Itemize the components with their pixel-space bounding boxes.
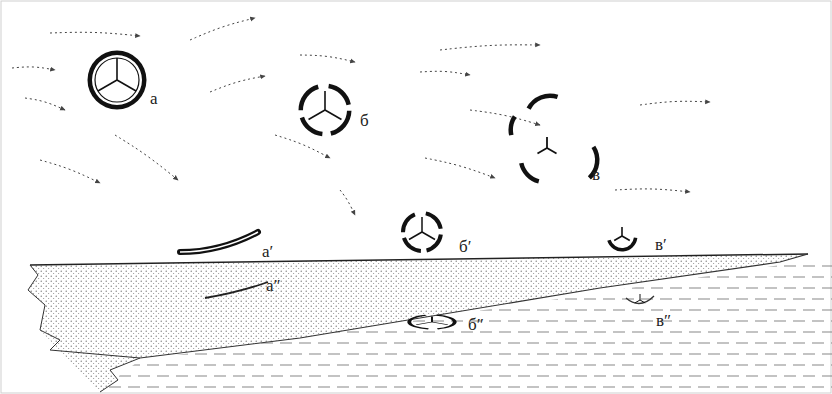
wind-arrow xyxy=(25,98,65,110)
wind-arrow xyxy=(340,190,355,215)
shell-fragment xyxy=(436,315,457,330)
shell-spoke xyxy=(421,217,423,232)
letter-label: а′ xyxy=(262,243,273,260)
letter-label: а xyxy=(150,90,158,107)
ground-surface xyxy=(30,254,808,265)
shell-fragment xyxy=(300,117,323,137)
layer-boundary xyxy=(140,254,808,358)
breaking-shell xyxy=(298,84,351,137)
wind-arrows xyxy=(12,18,710,215)
wind-arrow xyxy=(115,135,178,180)
letter-label: б″ xyxy=(468,316,484,333)
shell-spoke xyxy=(640,300,645,303)
wind-arrow xyxy=(300,55,355,62)
shell-spoke xyxy=(640,294,641,300)
shell-fragment xyxy=(401,213,416,233)
shell-fragment xyxy=(298,85,318,111)
shell-fragment xyxy=(328,84,351,105)
shell-spoke xyxy=(416,322,432,325)
shell-spoke xyxy=(537,148,547,153)
shell-fragment xyxy=(527,93,559,109)
shell-fragment xyxy=(508,115,516,135)
shell-spoke xyxy=(622,236,630,240)
shell-fragment xyxy=(402,237,421,253)
shell-fragment xyxy=(426,234,443,252)
jagged-edge xyxy=(28,265,140,358)
wind-arrow xyxy=(615,189,690,192)
whole-shell xyxy=(88,51,147,110)
sand-layer xyxy=(28,254,808,392)
shell-spoke xyxy=(547,148,557,153)
shell-inner-ring xyxy=(95,58,139,102)
wind-arrow xyxy=(420,71,470,75)
wind-arrow xyxy=(12,67,55,70)
shell-spoke xyxy=(422,232,435,239)
letter-label: а″ xyxy=(266,277,281,294)
shell-fragment xyxy=(88,51,147,110)
letter-label: б′ xyxy=(459,238,471,255)
deposited-shell xyxy=(180,232,258,252)
clay-hatch xyxy=(90,364,832,365)
letter-label: в′ xyxy=(655,236,667,253)
shell-fragment xyxy=(607,238,637,252)
jagged-edge xyxy=(100,358,140,392)
wind-arrow xyxy=(440,45,540,50)
wind-arrow xyxy=(50,32,140,36)
shell-fragment xyxy=(519,163,539,184)
shell-fragment xyxy=(425,211,442,229)
shell-spoke xyxy=(635,300,640,303)
shells xyxy=(88,51,655,330)
clay-hatch xyxy=(100,375,832,376)
shell-fragment xyxy=(407,315,428,330)
wind-arrow xyxy=(40,160,100,183)
deposited-shell xyxy=(401,211,443,253)
wind-arrow xyxy=(190,18,255,40)
letter-label: б xyxy=(360,112,369,129)
shell-spoke xyxy=(117,80,136,91)
clay-hatch xyxy=(100,353,832,354)
shell-spoke xyxy=(309,110,325,119)
shell-spoke xyxy=(325,110,341,119)
wind-arrow xyxy=(275,135,330,158)
shell-spoke xyxy=(98,80,117,91)
shell-spoke xyxy=(432,322,448,325)
letter-label: в″ xyxy=(656,312,671,329)
buried-fragment xyxy=(626,294,654,304)
shell-spoke xyxy=(621,227,623,236)
shell-spoke xyxy=(614,236,622,240)
deposited-shell xyxy=(180,232,258,252)
buried-shell xyxy=(205,282,268,298)
wind-arrow xyxy=(210,76,265,92)
wind-arrow xyxy=(640,101,710,105)
broken-shell xyxy=(508,93,599,183)
shell-spoke xyxy=(546,137,548,148)
buried-shell xyxy=(407,315,456,330)
letter-label: в xyxy=(592,166,600,183)
deposited-fragment xyxy=(607,227,637,252)
wind-arrow xyxy=(425,158,495,178)
shell-spoke xyxy=(409,232,422,239)
shell-spoke xyxy=(324,91,326,110)
shell-spoke xyxy=(116,58,118,80)
shell-spoke xyxy=(431,316,433,322)
clay-hatch xyxy=(90,386,832,387)
wind-arrow xyxy=(470,110,540,125)
